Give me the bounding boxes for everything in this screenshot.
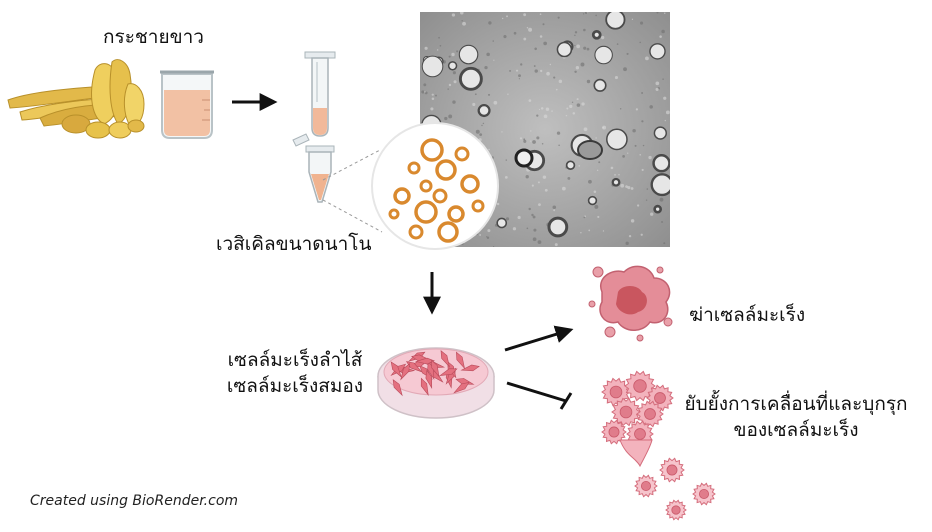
label-vesicles: เวสิเคิลขนาดนาโน xyxy=(216,233,372,255)
centrifugal-filter-icon xyxy=(304,51,336,137)
petri-dish-icon xyxy=(377,347,495,419)
biorender-credit: Created using BioRender.com xyxy=(30,493,239,509)
inhibition-arrow xyxy=(506,381,573,410)
label-kill-cancer: ฆ่าเซลล์มะเร็ง xyxy=(689,304,806,326)
beaker-icon xyxy=(160,70,214,139)
label-cell-line-colon: เซลล์มะเร็งลำไส้ xyxy=(227,349,363,371)
fingerroot-rhizome-icon xyxy=(7,59,145,139)
zoom-line-bottom xyxy=(322,199,383,233)
label-source: กระชายขาว xyxy=(103,26,204,48)
label-cell-lines: เซลล์มะเร็งลำไส้ เซลล์มะเร็งสมอง xyxy=(215,347,375,399)
label-cell-line-brain: เซลล์มะเร็งสมอง xyxy=(226,375,364,397)
vesicle-zoom-circle xyxy=(371,122,499,250)
zoom-line-top xyxy=(322,149,381,181)
microcentrifuge-tube-icon xyxy=(292,133,335,203)
label-inhibit-migration: ยับยั้งการเคลื่อนที่และบุกรุก ของเซลล์มะ… xyxy=(676,391,916,443)
dead-cell-icon xyxy=(588,265,673,342)
migrating-cells-icon xyxy=(601,370,716,521)
label-inhibit-line2: ของเซลล์มะเร็ง xyxy=(733,419,859,441)
arrow-induces xyxy=(504,325,574,352)
label-inhibit-line1: ยับยั้งการเคลื่อนที่และบุกรุก xyxy=(684,393,908,415)
